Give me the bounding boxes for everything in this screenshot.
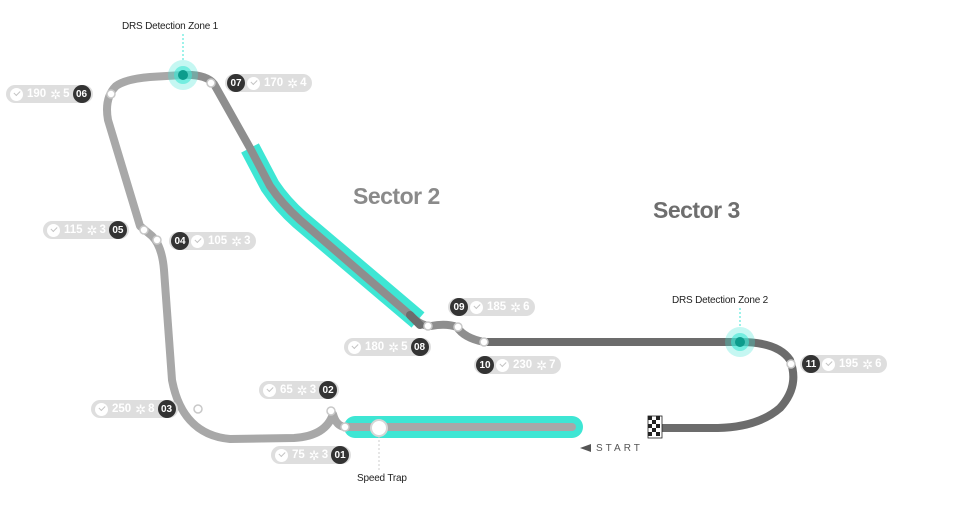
corner-dot-09 (453, 322, 463, 332)
corner-gear: 3 (244, 235, 251, 247)
corner-number: 01 (331, 446, 350, 464)
gear-icon: ✲ (536, 357, 548, 373)
corner-gear: 6 (875, 358, 882, 370)
corner-number: 06 (72, 85, 91, 103)
corner-speed: 180 (365, 341, 385, 353)
checkered-flag-icon (647, 415, 663, 439)
gear-icon: ✲ (296, 382, 308, 398)
corner-speed: 185 (487, 301, 507, 313)
speedometer-icon (95, 402, 108, 416)
corner-gear: 7 (549, 359, 556, 371)
corner-number: 11 (802, 355, 820, 373)
corner-speed: 190 (27, 88, 47, 100)
speedometer-icon (191, 234, 204, 248)
corner-dot-10 (479, 337, 489, 347)
corner-dot-02 (326, 406, 336, 416)
corner-speed: 195 (839, 358, 859, 370)
corner-gear: 6 (523, 301, 530, 313)
corner-speed: 75 (292, 449, 305, 461)
corner-info-08: 180 ✲ 5 08 (344, 338, 431, 356)
corner-gear: 4 (300, 77, 307, 89)
corner-dot-01 (340, 422, 350, 432)
sector-2-label: Sector 2 (353, 183, 440, 209)
corner-number: 10 (476, 356, 494, 374)
corner-dot-03 (193, 404, 203, 414)
corner-speed: 230 (513, 359, 533, 371)
gear-icon: ✲ (308, 447, 320, 463)
corner-markers (106, 78, 796, 432)
corner-speed: 65 (280, 384, 293, 396)
corner-info-03: 250 ✲ 8 03 (91, 400, 178, 418)
corner-number: 05 (108, 221, 127, 239)
corner-info-10: 10 230 ✲ 7 (474, 356, 561, 374)
speed-trap-label: Speed Trap (357, 473, 407, 484)
track-segment-dark (406, 311, 424, 329)
corner-speed: 170 (264, 77, 284, 89)
drs-detection-point-2 (725, 308, 755, 357)
corner-info-05: 115 ✲ 3 05 (43, 221, 129, 239)
corner-dot-06 (106, 89, 116, 99)
corner-dot-08 (423, 321, 433, 331)
gear-icon: ✲ (287, 75, 299, 91)
drs-zone-2-label: DRS Detection Zone 2 (672, 295, 769, 306)
start-label: START (596, 443, 643, 454)
corner-speed: 250 (112, 403, 132, 415)
drs-zone-1-label: DRS Detection Zone 1 (122, 21, 219, 32)
corner-number: 04 (171, 232, 189, 250)
gear-icon: ✲ (231, 233, 243, 249)
corner-gear: 3 (321, 449, 329, 461)
speedometer-icon (10, 87, 23, 101)
corner-number: 08 (410, 338, 429, 356)
corner-dot-04 (152, 235, 162, 245)
drs-zone-back-straight (241, 143, 425, 328)
gear-icon: ✲ (388, 339, 400, 355)
drs-detection-point-1 (168, 34, 198, 90)
corner-gear: 5 (63, 88, 70, 100)
speedometer-icon (496, 358, 509, 372)
corner-number: 03 (157, 400, 176, 418)
corner-info-02: 65 ✲ 3 02 (259, 381, 340, 399)
corner-info-09: 09 185 ✲ 6 (448, 298, 535, 316)
gear-icon: ✲ (135, 401, 147, 417)
gear-icon: ✲ (510, 299, 522, 315)
corner-gear: 8 (148, 403, 155, 415)
gear-icon: ✲ (862, 356, 874, 372)
corner-dot-05 (139, 225, 149, 235)
speedometer-icon (247, 76, 260, 90)
speedometer-icon (822, 357, 835, 371)
corner-info-04: 04 105 ✲ 3 (169, 232, 256, 250)
corner-dot-11 (786, 359, 796, 369)
corner-speed: 105 (208, 235, 228, 247)
corner-info-11: 11 195 ✲ 6 (800, 355, 887, 373)
speed-trap-marker (370, 419, 388, 470)
corner-dot-07 (206, 78, 216, 88)
gear-icon: ✲ (50, 86, 62, 102)
start-arrow-icon (580, 444, 591, 452)
speedometer-icon (47, 223, 60, 237)
track-sector-3 (480, 338, 798, 432)
corner-number: 09 (450, 298, 468, 316)
corner-number: 02 (319, 381, 338, 399)
speedometer-icon (275, 448, 288, 462)
speedometer-icon (470, 300, 483, 314)
corner-info-01: 75 ✲ 3 01 (271, 446, 352, 464)
speedometer-icon (348, 340, 361, 354)
speedometer-icon (263, 383, 276, 397)
corner-number: 07 (227, 74, 245, 92)
corner-gear: 3 (99, 224, 106, 236)
corner-speed: 115 (64, 224, 83, 236)
corner-info-06: 190 ✲ 5 06 (6, 85, 93, 103)
corner-gear: 5 (401, 341, 408, 353)
corner-info-07: 07 170 ✲ 4 (225, 74, 312, 92)
sector-3-label: Sector 3 (653, 197, 740, 223)
corner-gear: 3 (309, 384, 317, 396)
gear-icon: ✲ (86, 222, 98, 238)
